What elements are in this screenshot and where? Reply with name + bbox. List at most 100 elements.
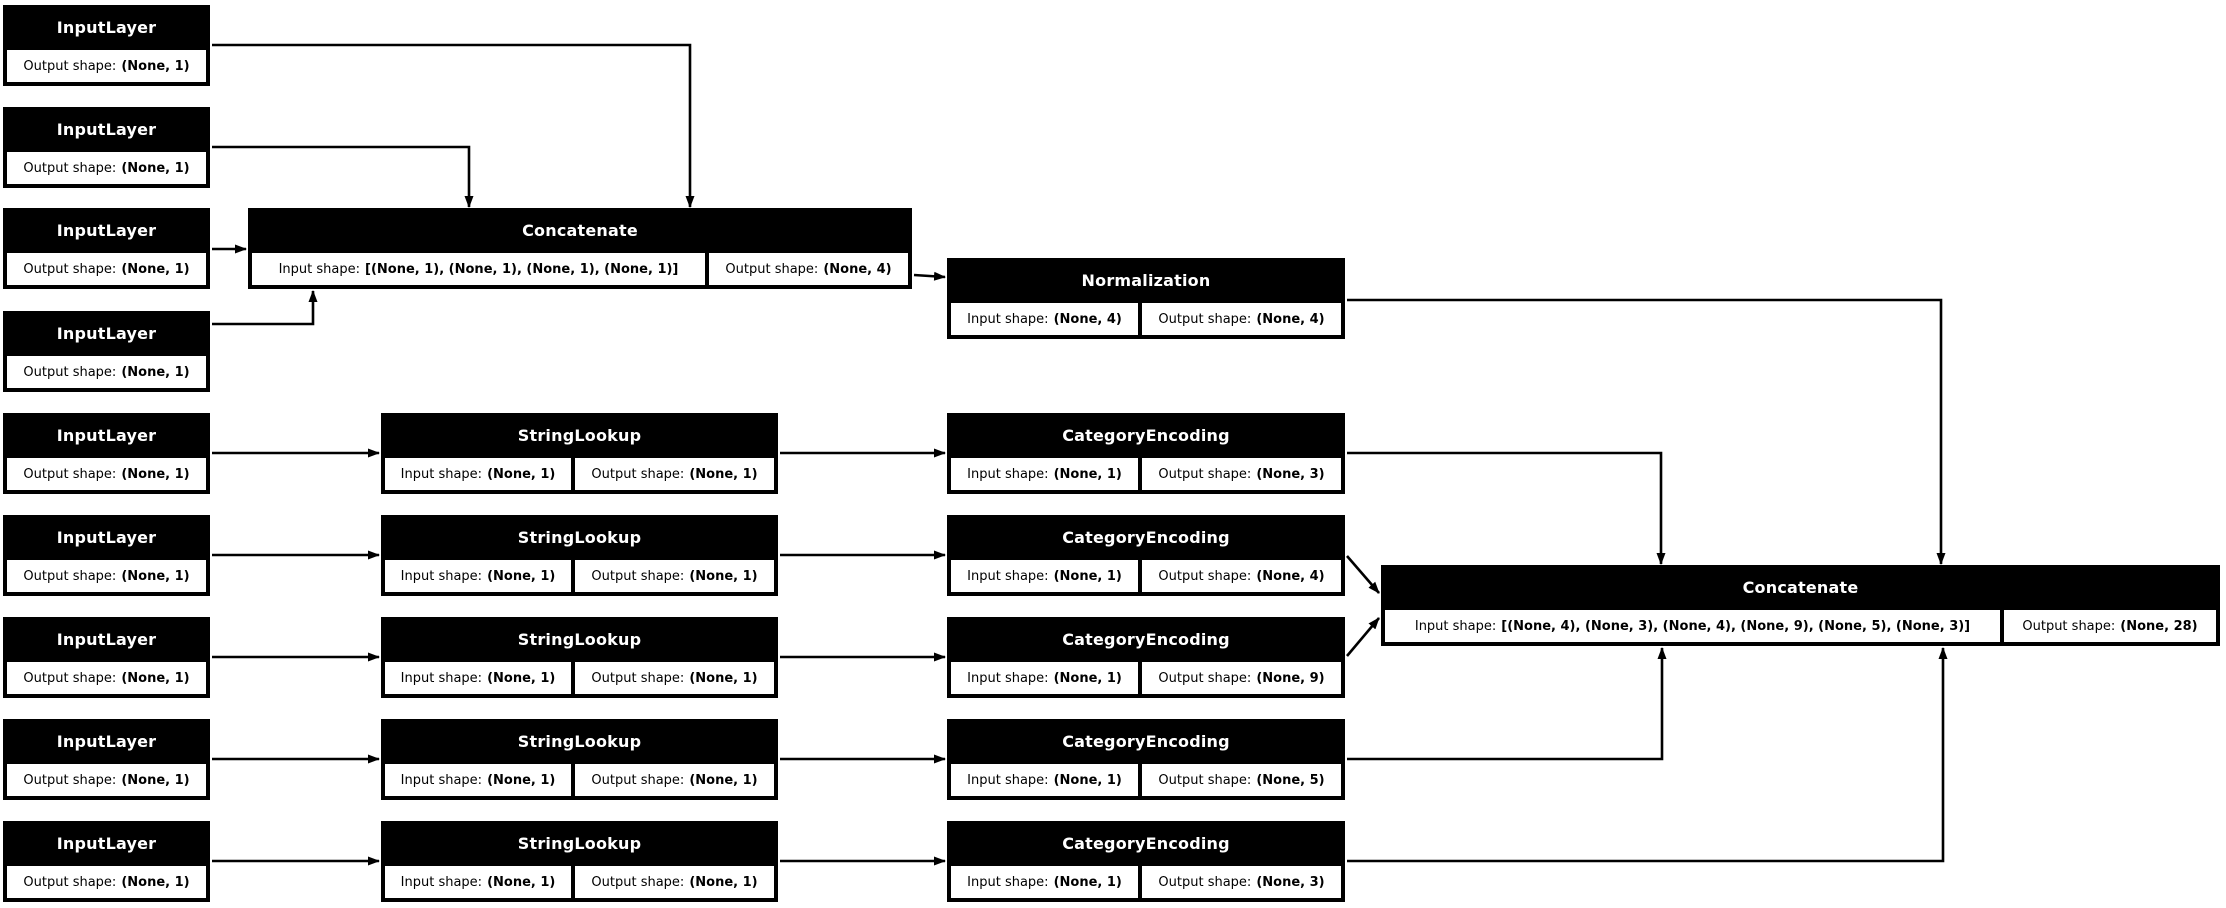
shape-label: Output shape: xyxy=(1158,568,1252,584)
shape-label: Output shape: xyxy=(23,670,117,686)
layer-type-label-categoryencoding-1: CategoryEncoding xyxy=(1062,426,1230,445)
shape-value: (None, 1) xyxy=(487,670,556,686)
shape-label: Output shape: xyxy=(23,58,117,74)
shape-value: (None, 1) xyxy=(121,58,190,74)
shape-row: Input shape:(None, 4)Output shape:(None,… xyxy=(951,303,1341,335)
layer-type-label-concatenate-1: Concatenate xyxy=(522,221,638,240)
shape-cell: Output shape:(None, 4) xyxy=(709,253,908,285)
shape-value: (None, 1) xyxy=(121,874,190,890)
shape-cell: Output shape:(None, 3) xyxy=(1142,866,1341,898)
shape-cell: Output shape:(None, 1) xyxy=(575,560,774,592)
shape-label: Output shape: xyxy=(591,466,685,482)
shape-row: Input shape:(None, 1)Output shape:(None,… xyxy=(951,458,1341,490)
shape-value: (None, 1) xyxy=(121,772,190,788)
shape-cell: Output shape:(None, 1) xyxy=(7,356,206,388)
layer-type-label-inputlayer-6: InputLayer xyxy=(56,528,157,547)
shape-value: (None, 9) xyxy=(1256,670,1325,686)
shape-value: (None, 1) xyxy=(1053,670,1122,686)
layer-type-label-inputlayer-1: InputLayer xyxy=(56,18,157,37)
edge-categoryencoding3-to-concatenate2 xyxy=(1346,617,1380,657)
shape-value: (None, 1) xyxy=(487,568,556,584)
shape-row: Output shape:(None, 1) xyxy=(7,866,206,898)
shape-label: Output shape: xyxy=(23,772,117,788)
layer-type-label-inputlayer-3: InputLayer xyxy=(56,221,157,240)
shape-label: Input shape: xyxy=(967,311,1049,327)
shape-cell: Input shape:(None, 1) xyxy=(385,560,571,592)
shape-label: Output shape: xyxy=(591,772,685,788)
shape-value: (None, 4) xyxy=(1053,311,1122,327)
shape-row: Input shape:(None, 1)Output shape:(None,… xyxy=(951,764,1341,796)
shape-cell: Input shape:(None, 1) xyxy=(951,764,1138,796)
shape-label: Output shape: xyxy=(2022,618,2116,634)
shape-cell: Output shape:(None, 1) xyxy=(7,866,206,898)
shape-row: Input shape:(None, 1)Output shape:(None,… xyxy=(385,866,774,898)
shape-row: Input shape:(None, 1)Output shape:(None,… xyxy=(385,560,774,592)
shape-cell: Output shape:(None, 1) xyxy=(7,253,206,285)
shape-cell: Input shape:[(None, 1), (None, 1), (None… xyxy=(252,253,705,285)
shape-row: Input shape:(None, 1)Output shape:(None,… xyxy=(951,662,1341,694)
shape-cell: Output shape:(None, 1) xyxy=(575,764,774,796)
shape-label: Input shape: xyxy=(967,772,1049,788)
shape-label: Output shape: xyxy=(1158,466,1252,482)
shape-label: Output shape: xyxy=(591,568,685,584)
shape-label: Output shape: xyxy=(591,874,685,890)
layer-type-label-normalization: Normalization xyxy=(1081,271,1211,290)
shape-cell: Output shape:(None, 1) xyxy=(7,662,206,694)
shape-row: Output shape:(None, 1) xyxy=(7,50,206,82)
edge-normalization-to-concatenate2 xyxy=(1347,298,1946,565)
shape-label: Input shape: xyxy=(967,466,1049,482)
shape-cell: Output shape:(None, 28) xyxy=(2004,610,2216,642)
shape-cell: Input shape:(None, 1) xyxy=(385,458,571,490)
shape-cell: Input shape:(None, 1) xyxy=(385,764,571,796)
layer-type-label-inputlayer-5: InputLayer xyxy=(56,426,157,445)
shape-row: Input shape:(None, 1)Output shape:(None,… xyxy=(385,764,774,796)
shape-cell: Input shape:[(None, 4), (None, 3), (None… xyxy=(1385,610,2000,642)
shape-value: (None, 1) xyxy=(487,466,556,482)
shape-value: (None, 3) xyxy=(1256,874,1325,890)
layer-type-label-inputlayer-9: InputLayer xyxy=(56,834,157,853)
shape-label: Input shape: xyxy=(400,772,483,788)
shape-row: Output shape:(None, 1) xyxy=(7,152,206,184)
shape-row: Input shape:(None, 1)Output shape:(None,… xyxy=(951,866,1341,898)
shape-cell: Output shape:(None, 3) xyxy=(1142,458,1341,490)
shape-label: Output shape: xyxy=(725,261,819,277)
shape-label: Output shape: xyxy=(1158,874,1252,890)
layer-type-label-inputlayer-8: InputLayer xyxy=(56,732,157,751)
shape-cell: Output shape:(None, 1) xyxy=(575,458,774,490)
layer-type-label-inputlayer-2: InputLayer xyxy=(56,120,157,139)
shape-cell: Output shape:(None, 1) xyxy=(575,662,774,694)
layer-type-label-inputlayer-4: InputLayer xyxy=(56,324,157,343)
layer-type-label-concatenate-2: Concatenate xyxy=(1742,578,1859,597)
shape-label: Output shape: xyxy=(23,364,117,380)
shape-row: Output shape:(None, 1) xyxy=(7,253,206,285)
shape-cell: Output shape:(None, 1) xyxy=(575,866,774,898)
shape-row: Output shape:(None, 1) xyxy=(7,662,206,694)
edge-categoryencoding2-to-concatenate2 xyxy=(1346,555,1380,594)
shape-label: Input shape: xyxy=(967,670,1049,686)
shape-value: (None, 3) xyxy=(1256,466,1325,482)
shape-value: (None, 1) xyxy=(1053,772,1122,788)
shape-value: (None, 1) xyxy=(121,160,190,176)
shape-label: Output shape: xyxy=(23,874,117,890)
shape-label: Output shape: xyxy=(23,466,117,482)
shape-label: Input shape: xyxy=(967,568,1049,584)
shape-cell: Output shape:(None, 4) xyxy=(1142,560,1341,592)
shape-cell: Output shape:(None, 1) xyxy=(7,764,206,796)
shape-label: Input shape: xyxy=(1414,618,1497,634)
shape-label: Output shape: xyxy=(23,568,117,584)
